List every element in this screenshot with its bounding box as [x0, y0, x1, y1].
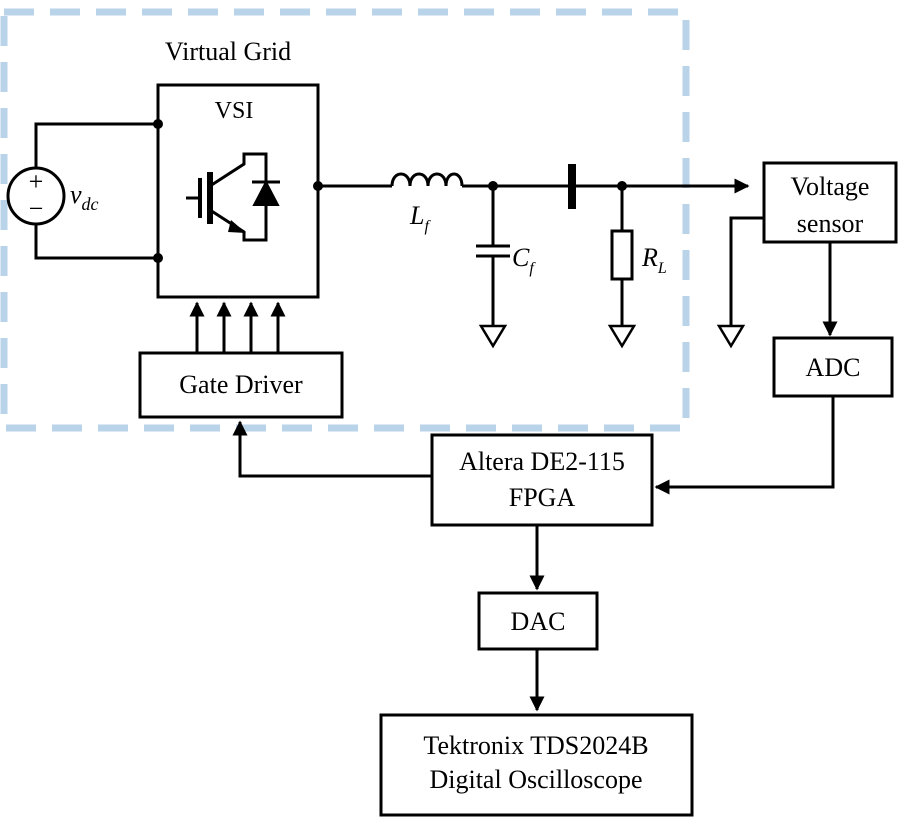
gate-driver-block — [138, 351, 344, 419]
adc-block — [772, 336, 894, 398]
gate-driver-label: Gate Driver — [179, 370, 303, 399]
gate-signal-arrows — [189, 301, 286, 353]
dac-label: DAC — [511, 607, 566, 636]
vsi-block — [156, 83, 320, 299]
vsi-label: VSI — [215, 98, 254, 124]
resistor-label: RL — [641, 243, 667, 277]
oscilloscope-block — [379, 713, 694, 817]
voltage-sensor-label-line1: Voltage — [791, 172, 870, 201]
ground-icon — [478, 324, 508, 349]
adc-label: ADC — [806, 353, 861, 382]
fpga-label-line1: Altera DE2-115 — [459, 447, 625, 476]
capacitor-label: Cf — [512, 243, 536, 277]
dc-voltage-source-icon: + − — [6, 122, 158, 260]
diode-icon — [252, 168, 280, 224]
fpga-block — [430, 433, 654, 527]
capacitor-icon — [476, 186, 510, 326]
igbt-icon — [186, 152, 268, 242]
ground-icon — [716, 324, 746, 349]
oscilloscope-label-line2: Digital Oscilloscope — [429, 765, 642, 794]
voltage-sensor-label-line2: sensor — [797, 209, 864, 238]
resistor-icon — [610, 186, 634, 326]
virtual-grid-title: Virtual Grid — [165, 37, 291, 66]
ground-icon — [607, 324, 637, 349]
svg-text:+: + — [29, 167, 44, 196]
svg-text:−: − — [29, 194, 44, 223]
oscilloscope-label-line1: Tektronix TDS2024B — [423, 731, 648, 760]
virtual-grid-boundary — [0, 8, 690, 432]
source-label: vdc — [70, 180, 99, 214]
inductor-label: Lf — [409, 201, 431, 235]
inductor-icon — [390, 172, 464, 187]
fpga-label-line2: FPGA — [509, 483, 576, 512]
